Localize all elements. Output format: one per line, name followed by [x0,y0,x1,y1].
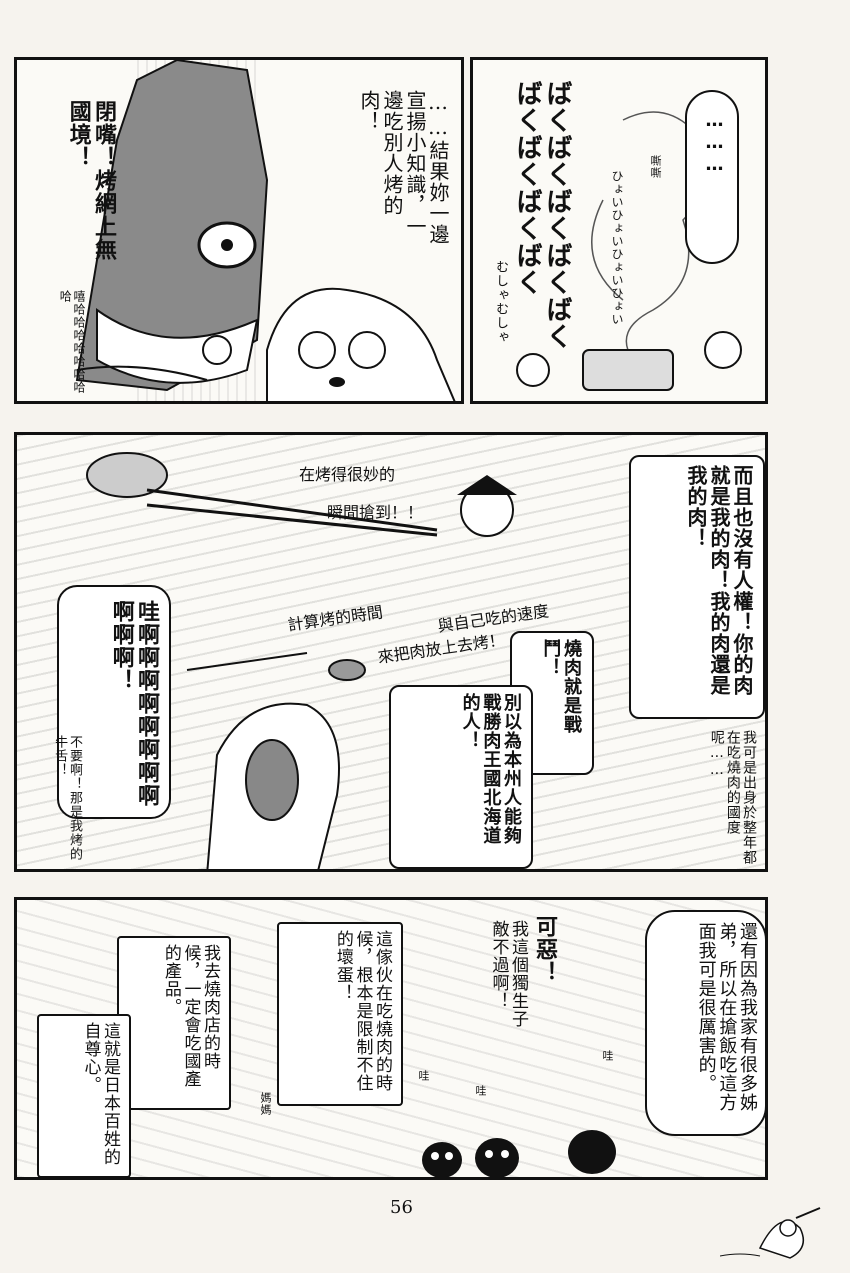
page-number: 56 [390,1197,413,1218]
panel-shout: 閉嘴！烤網上無國境！ ……結果妳一邊宣揚小知識，一邊吃別人烤的肉！ 嘻哈哈哈哈哈… [14,57,464,404]
sfx-hyoi: ひょいひょいひょいひょい [610,170,624,326]
sfx-eat: ばくばくばくばくばくばくばくばくばく [512,80,572,350]
family-text: 還有因為我家有很多姊弟，所以在搶飯吃這方面我可是很厲害的。 [695,922,758,1112]
scream-text: 哇啊啊啊啊啊啊啊啊啊啊啊！ [108,600,159,807]
yakiniku-text: 我去燒肉店的時候，一定會吃國產的產品。 [160,944,220,1088]
wa-sfx-2: 哇 [474,1085,487,1097]
steam-cloud [516,111,742,391]
grab-caption-2: 瞬間搶到！！ [327,503,424,522]
family-bubble [645,910,765,1136]
mascot-doodle [720,1207,821,1259]
silence-bubble [685,90,739,264]
wa-sfx-3: 哇 [601,1050,614,1062]
rights-bubble [629,455,765,719]
sfx-mushya: むしゃむしゃ [493,260,508,344]
pride-bubble [37,1014,131,1177]
panel-eating: ……… ばくばくばくばくばくばくばくばくばく ひょいひょいひょいひょい むしゃむ… [470,57,768,404]
sfx-sizzle: 嘶嘶 [649,155,662,179]
panel-battle: 在烤得很妙的 瞬間搶到！！ 計算烤的時間 與自己吃的速度 來把肉放上去烤！ 而且… [14,432,768,872]
veteran-text: 我可是出身於整年都在吃燒肉的國度呢…… [708,730,757,865]
only-child-text: 我這個獨生子敵不過啊！ [488,920,528,1028]
honshu-text: 別以為本州人能夠戰勝肉王國北海道的人！ [459,693,522,845]
rights-text: 而且也沒有人權！你的肉就是我的肉！我的肉還是我的肉！ [684,465,754,696]
laugh-sfx: 嘻哈哈哈哈哈哈哈哈 [58,290,86,394]
character-angry [266,287,456,401]
this-guy-bubble [277,922,403,1106]
silence-text: ……… [704,110,725,176]
yakiniku-bubble [117,936,231,1110]
scream-bubble [57,585,171,819]
reply-text: ……結果妳一邊宣揚小知識，一邊吃別人烤的肉！ [357,90,450,245]
wa-sfx-1: 哇 [417,1070,430,1082]
grab-caption-1: 在烤得很妙的 [299,465,396,484]
mama-sfx: 媽媽 [259,1092,272,1116]
character-shouting [75,60,269,392]
pride-text: 這就是日本百姓的自尊心。 [80,1022,120,1166]
small-characters [422,1130,616,1177]
shout-text: 閉嘴！烤網上無國境！ [65,100,116,261]
this-guy-text: 這傢伙在吃燒肉的時候，根本是限制不住的壞蛋！ [332,930,392,1092]
honshu-bubble [389,685,533,869]
battle-text: 燒肉就是戰鬥！ [540,639,582,734]
damn-text: 可惡！ [532,915,557,984]
nooo-text: 不要啊！那是我烤的牛舌！ [52,735,82,861]
battle-characters [86,452,517,869]
panel-pride: 還有因為我家有很多姊弟，所以在搶飯吃這方面我可是很厲害的。 可惡！ 我這個獨生子… [14,897,768,1180]
